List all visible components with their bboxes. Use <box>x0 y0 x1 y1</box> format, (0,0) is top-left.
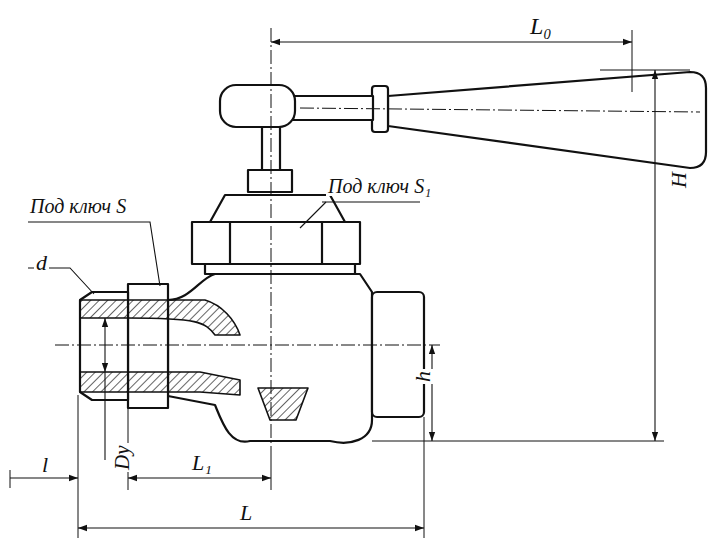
dimension-label: L <box>238 502 254 524</box>
dimension-label: Dy <box>112 444 133 473</box>
wrench-note: Под ключ S <box>28 196 128 216</box>
wrench-note: Под ключ S₁ <box>326 176 433 196</box>
dimension-label: L₀ <box>528 14 554 38</box>
dimension-label: L₁ <box>190 452 214 474</box>
thread-label: d <box>34 252 49 274</box>
dimension-label: h <box>412 369 434 384</box>
dimension-label: H <box>668 170 690 190</box>
dimension-label: l <box>40 454 50 476</box>
